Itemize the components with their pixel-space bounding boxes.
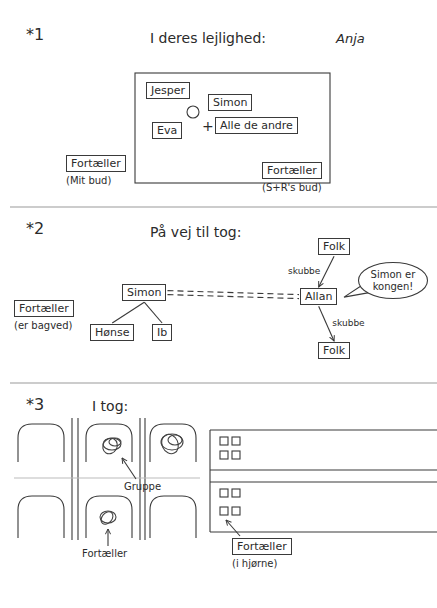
group-scribble [100,432,183,457]
speech-bubble: Simon er kongen! [358,262,428,299]
callout-label: Fortæller [82,548,127,560]
box-text: Fortæller [66,155,126,172]
connector-stroke [167,291,299,295]
section-number: *2 [26,220,44,238]
speech-bubble-body: Simon er kongen! [358,262,428,299]
section-number: *3 [26,396,44,414]
speech-text: Simon er kongen! [368,269,418,292]
section-separator [10,382,437,383]
section-separator [10,206,437,207]
note-text: (i hjørne) [232,558,277,570]
narrator-box: Fortæller (er bagved) [14,300,74,332]
tree-line [112,302,144,323]
box-text: Folk [318,342,350,359]
box-text: Eva [152,122,182,139]
apartment-outline [135,73,330,183]
table-circle [187,106,199,118]
section-heading: I tog: [92,398,128,414]
group-box: Alle de andre [215,117,298,134]
box-text: Fortæller [262,162,322,179]
narrator-box: Fortæller (Mit bud) [66,155,126,187]
note-text: (S+R's bud) [262,182,322,194]
box-text: Ib [152,324,172,341]
person-box: Eva [152,122,182,139]
person-box: Simon [122,284,166,301]
person-box: Jesper [146,82,190,99]
train-plan [210,430,437,532]
box-text: Folk [318,238,350,255]
note-text: (Mit bud) [66,175,111,187]
edge-label: skubbe [331,319,365,329]
person-box: Hønse [90,324,134,341]
narrator-scribble [99,509,116,526]
edge-label: skubbe [287,267,321,277]
box-text: Alle de andre [215,117,298,134]
person-box: Allan [300,288,337,305]
leader-line [122,458,136,479]
box-text: Hønse [90,324,134,341]
box-text: Jesper [146,82,190,99]
tree-line [144,302,162,323]
leader-line [107,529,108,546]
dashed-double-line [167,291,299,299]
connector-stroke [167,295,299,299]
bubble-ellipse [359,263,428,299]
section-number: *1 [26,26,44,44]
crowd-box: Folk [318,238,350,255]
box-text: Simon [122,284,166,301]
note-text: (er bagved) [14,320,73,332]
section-heading: På vej til tog: [150,224,241,240]
connector-stroke [112,302,144,323]
box-text: Fortæller [232,538,292,555]
person-box: Simon [208,94,252,111]
crowd-box: Folk [318,342,350,359]
box-text: Simon [208,94,252,111]
box-text: Fortæller [14,300,74,317]
plus-sign: + [202,118,214,134]
person-box: Ib [152,324,172,341]
author-name: Anja [336,32,365,47]
connector-stroke [144,302,162,323]
section-heading: I deres lejlighed: [150,30,266,46]
train-seats [14,418,200,540]
narrator-box: Fortæller (i hjørne) [232,538,292,570]
narrator-box: Fortæller (S+R's bud) [262,162,322,194]
callout-label: Gruppe [124,481,161,493]
leader-line [226,520,240,536]
box-text: Allan [300,288,337,305]
